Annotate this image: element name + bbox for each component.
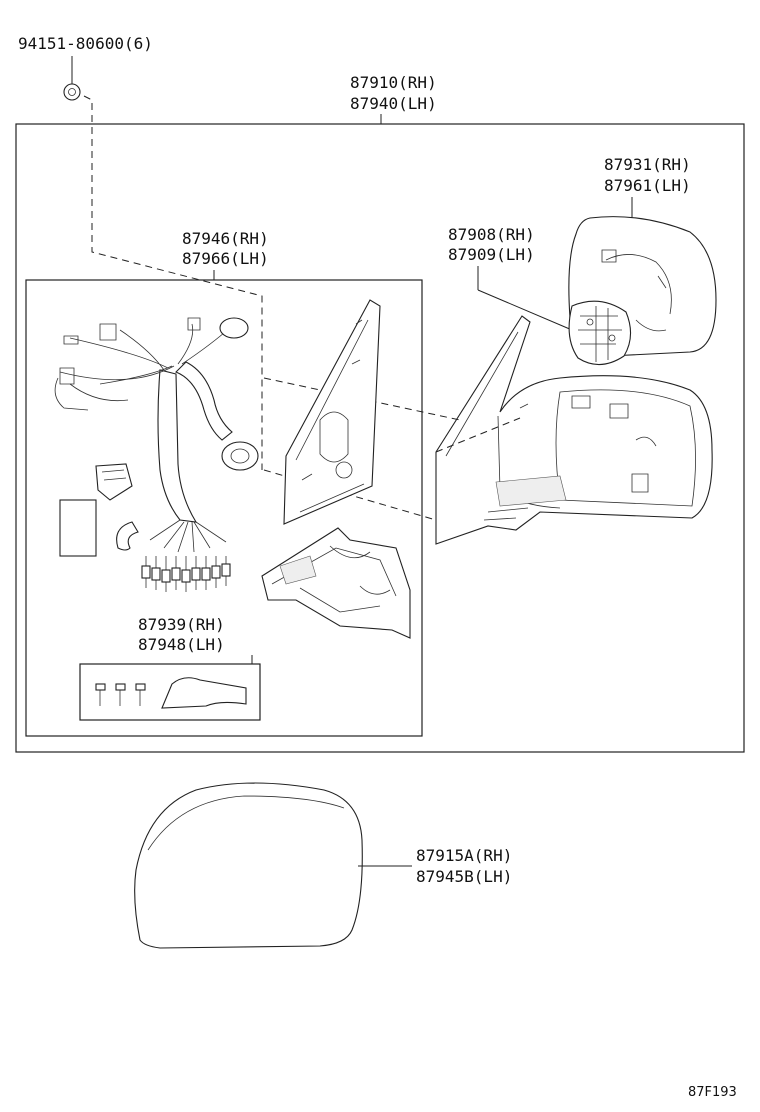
label-cover-lh[interactable]: 87945B(LH) <box>416 867 512 886</box>
screw-1-part[interactable] <box>95 683 106 706</box>
label-assy-rh[interactable]: 87910(RH) <box>350 73 437 92</box>
label-screwset-lh[interactable]: 87948(LH) <box>138 635 225 654</box>
mirror-cover-part[interactable] <box>134 782 363 949</box>
screwset-box <box>79 663 261 721</box>
label-screwset-rh[interactable]: 87939(RH) <box>138 615 225 634</box>
mirror-housing-part[interactable] <box>435 315 713 545</box>
label-harness-lh[interactable]: 87966(LH) <box>182 249 269 268</box>
harness-box <box>25 279 423 737</box>
actuator-part[interactable] <box>568 300 632 366</box>
wire-harness-part[interactable] <box>54 317 259 553</box>
label-assy-lh[interactable]: 87940(LH) <box>350 94 437 113</box>
screw-2-part[interactable] <box>115 683 126 706</box>
figure-code: 87F193 <box>688 1085 737 1100</box>
cover-bracket-part[interactable] <box>161 677 247 709</box>
label-clip[interactable]: 94151-80600(6) <box>18 34 153 53</box>
label-mirror-lh[interactable]: 87961(LH) <box>604 176 691 195</box>
screw-3-part[interactable] <box>135 683 146 706</box>
label-harness-rh[interactable]: 87946(RH) <box>182 229 269 248</box>
dashed-guide-3 <box>435 417 521 453</box>
terminals-part[interactable] <box>141 556 231 592</box>
label-actuator-rh[interactable]: 87908(RH) <box>448 225 535 244</box>
assembly-box <box>15 123 745 753</box>
label-mirror-rh[interactable]: 87931(RH) <box>604 155 691 174</box>
label-sheet-part[interactable] <box>59 499 97 557</box>
retractor-frame-part[interactable] <box>261 527 411 639</box>
mirror-base-part[interactable] <box>283 299 381 525</box>
connector-part[interactable] <box>95 463 133 501</box>
label-actuator-lh[interactable]: 87909(LH) <box>448 245 535 264</box>
dashed-guide-clip <box>83 95 263 470</box>
label-cover-rh[interactable]: 87915A(RH) <box>416 846 512 865</box>
clamp-part[interactable] <box>116 521 139 551</box>
leader-actuator-2 <box>477 289 573 331</box>
clip-part[interactable] <box>63 83 81 101</box>
